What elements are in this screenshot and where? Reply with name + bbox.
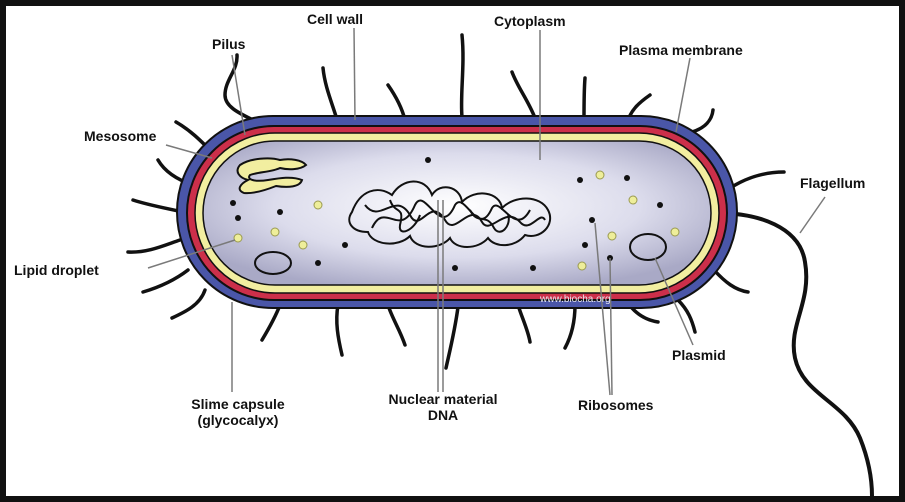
flagellum <box>712 213 872 496</box>
label-slime-capsule: Slime capsule (glycocalyx) <box>178 396 298 428</box>
label-nuclear-line1: Nuclear material <box>363 391 523 407</box>
label-cytoplasm: Cytoplasm <box>494 13 566 29</box>
label-mesosome: Mesosome <box>84 128 156 144</box>
label-plasmid: Plasmid <box>672 347 726 363</box>
label-nuclear-material: Nuclear material DNA <box>363 391 523 423</box>
label-cell-wall: Cell wall <box>307 11 363 27</box>
label-nuclear-line2: DNA <box>363 407 523 423</box>
label-lipid-droplet: Lipid droplet <box>14 262 99 278</box>
label-slime-capsule-line2: (glycocalyx) <box>178 412 298 428</box>
label-slime-capsule-line1: Slime capsule <box>178 396 298 412</box>
label-ribosomes: Ribosomes <box>578 397 653 413</box>
watermark-text: www.biocha.org <box>540 292 611 308</box>
label-flagellum: Flagellum <box>800 175 865 191</box>
label-pilus: Pilus <box>212 36 245 52</box>
label-plasma-membrane: Plasma membrane <box>619 42 743 58</box>
